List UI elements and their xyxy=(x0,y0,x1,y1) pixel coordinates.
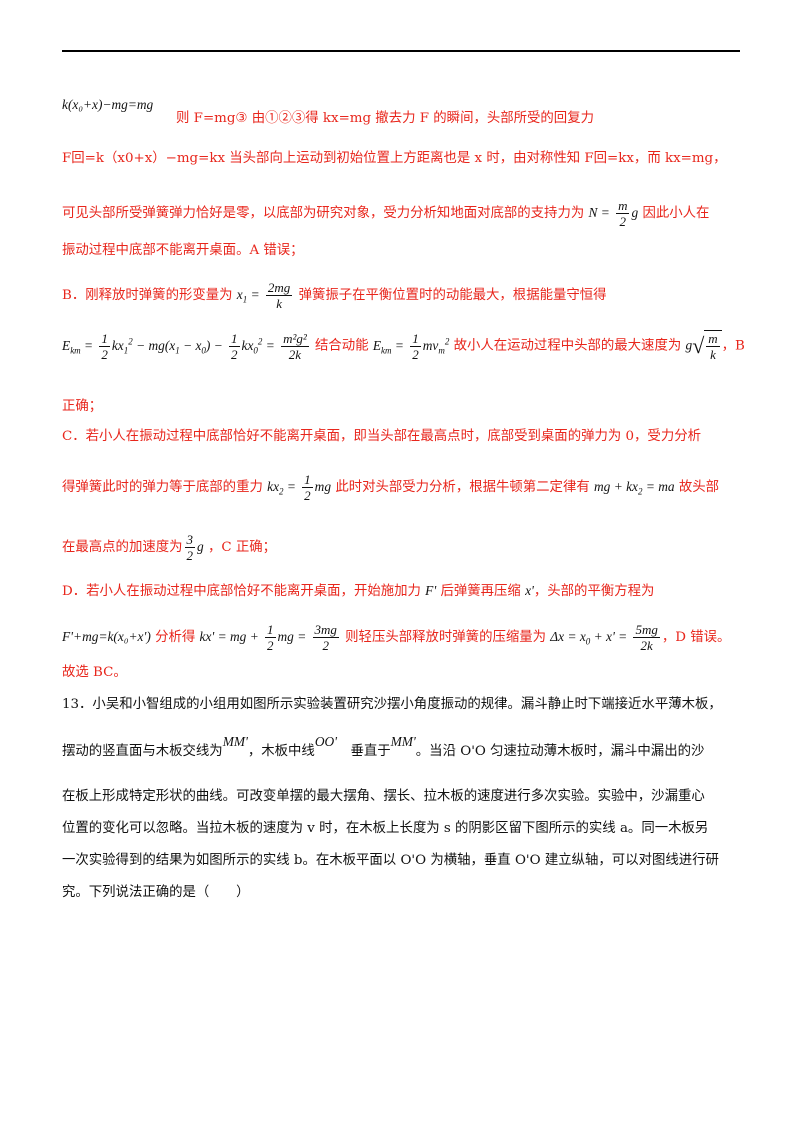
equation: mg xyxy=(314,479,332,494)
solution-text: 分析得 xyxy=(155,630,196,645)
equation: Ekm = xyxy=(62,337,94,356)
equation: x1 = xyxy=(236,287,260,305)
equation: mg + kx2 = ma xyxy=(594,479,675,497)
question-text: 。当沿 O'O 匀速拉动薄木板时，漏斗中漏出的沙 xyxy=(415,744,705,759)
solution-text: 故头部 xyxy=(678,480,720,495)
symbol-MM: MM' xyxy=(390,734,416,749)
header-rule xyxy=(62,50,740,52)
solution-text: C．若小人在振动过程中底部恰好不能离开桌面，即当头部在最高点时，底部受到桌面的弹… xyxy=(62,429,701,444)
equation: k(x₀+x)−mg=mg xyxy=(62,97,154,112)
solution-text: 则 F=mg③ 由①②③得 kx=mg 撤去力 F 的瞬间，头部所受的回复力 xyxy=(176,111,594,126)
solution-line-1: k(x₀+x)−mg=mg xyxy=(62,96,153,115)
solution-text: ，头部的平衡方程为 xyxy=(533,584,655,599)
question-13-line-3: 在板上形成特定形状的曲线。可改变单摆的最大摆角、摆长、拉木板的速度进行多次实验。… xyxy=(62,788,705,806)
solution-text: 则轻压头部释放时弹簧的压缩量为 xyxy=(345,630,547,645)
question-text: 垂直于 xyxy=(350,744,391,759)
question-13-line-6: 究。下列说法正确的是（ ） xyxy=(62,884,249,902)
symbol-MM: MM' xyxy=(222,734,248,749)
solution-line-4: 振动过程中底部不能离开桌面。A 错误； xyxy=(62,242,304,260)
solution-line-7: 正确； xyxy=(62,398,102,416)
solution-text: F回=k（x0+x）−mg=kx 当头部向上运动到初始位置上方距离也是 x 时，… xyxy=(62,151,727,166)
equation: g xyxy=(685,337,693,353)
solution-line-8: C．若小人在振动过程中底部恰好不能离开桌面，即当头部在最高点时，底部受到桌面的弹… xyxy=(62,428,701,446)
equation: kx' = mg + xyxy=(199,629,259,644)
question-13-line-4: 位置的变化可以忽略。当拉木板的速度为 v 时，在木板上长度为 s 的阴影区留下图… xyxy=(62,820,708,838)
equation: kx02 = xyxy=(241,336,275,356)
question-text: 在板上形成特定形状的曲线。可改变单摆的最大摆角、摆长、拉木板的速度进行多次实验。… xyxy=(62,789,705,804)
question-text: 位置的变化可以忽略。当拉木板的速度为 v 时，在木板上长度为 s 的阴影区留下图… xyxy=(62,821,709,836)
question-text: 摆动的竖直面与木板交线为 xyxy=(62,744,223,759)
question-text: ，木板中线 xyxy=(247,744,315,759)
question-13-line-2: 摆动的竖直面与木板交线为MM'，木板中线OO' 垂直于MM'。当沿 O'O 匀速… xyxy=(62,734,705,761)
solution-line-2: F回=k（x0+x）−mg=kx 当头部向上运动到初始位置上方距离也是 x 时，… xyxy=(62,150,727,168)
solution-line-13: 故选 BC。 xyxy=(62,664,127,682)
solution-text: B．刚释放时弹簧的形变量为 xyxy=(62,288,233,303)
equation: F' xyxy=(425,583,437,598)
equation: Ekm = xyxy=(372,337,404,356)
solution-text: 弹簧振子在平衡位置时的动能最大，根据能量守恒得 xyxy=(298,288,607,303)
solution-text: 可见头部所受弹簧弹力恰好是零，以底部为研究对象，受力分析知地面对底部的支持力为 xyxy=(62,206,585,221)
question-13-line-5: 一次实验得到的结果为如图所示的实线 b。在木板平面以 O'O 为横轴，垂直 O'… xyxy=(62,852,719,870)
solution-text: 在最高点的加速度为 xyxy=(62,540,183,555)
equation: F'+mg=k(x₀+x') xyxy=(62,629,151,644)
solution-text: ，B xyxy=(721,338,745,354)
equation: g xyxy=(197,539,204,554)
solution-text: 故小人在运动过程中头部的最大速度为 xyxy=(453,338,682,354)
solution-text: 振动过程中底部不能离开桌面。A 错误； xyxy=(62,243,304,258)
solution-text: 因此小人在 xyxy=(642,206,710,221)
symbol-OO: OO' xyxy=(314,734,338,749)
equation: mvm2 xyxy=(422,336,450,356)
equation: N = xyxy=(588,205,610,220)
solution-text: D．若小人在振动过程中底部恰好不能离开桌面，开始施加力 xyxy=(62,584,421,599)
solution-text: 正确； xyxy=(62,399,103,414)
question-13-line-1: 13．小吴和小智组成的小组用如图所示实验装置研究沙摆小角度振动的规律。漏斗静止时… xyxy=(62,696,722,714)
solution-text: 后弹簧再压缩 xyxy=(440,584,521,599)
question-text: 究。下列说法正确的是（ ） xyxy=(62,885,250,900)
solution-text: ，C 正确； xyxy=(207,540,277,555)
solution-line-3: 可见头部所受弹簧弹力恰好是零，以底部为研究对象，受力分析知地面对底部的支持力为 … xyxy=(62,198,709,229)
answer-text: 故选 BC。 xyxy=(62,665,127,680)
equation: kx2 = xyxy=(267,479,296,497)
solution-text: ，D 错误。 xyxy=(661,630,731,645)
equation: kx12 − mg(x1 − x0) − xyxy=(111,336,223,356)
equation: Δx = x0 + x' = xyxy=(550,629,628,647)
solution-text: 结合动能 xyxy=(315,338,369,354)
equation: g xyxy=(631,205,639,220)
question-text: 一次实验得到的结果为如图所示的实线 b。在木板平面以 O'O 为横轴，垂直 O'… xyxy=(62,853,719,868)
solution-line-1b: 则 F=mg③ 由①②③得 kx=mg 撤去力 F 的瞬间，头部所受的回复力 xyxy=(176,110,594,128)
solution-text: 得弹簧此时的弹力等于底部的重力 xyxy=(62,480,263,495)
equation: x' xyxy=(525,583,534,598)
solution-line-11: D．若小人在振动过程中底部恰好不能离开桌面，开始施加力 F' 后弹簧再压缩 x'… xyxy=(62,582,654,601)
equation: mg = xyxy=(277,629,307,644)
solution-text: 此时对头部受力分析，根据牛顿第二定律有 xyxy=(335,480,590,495)
question-text: 13．小吴和小智组成的小组用如图所示实验装置研究沙摆小角度振动的规律。漏斗静止时… xyxy=(62,697,722,712)
